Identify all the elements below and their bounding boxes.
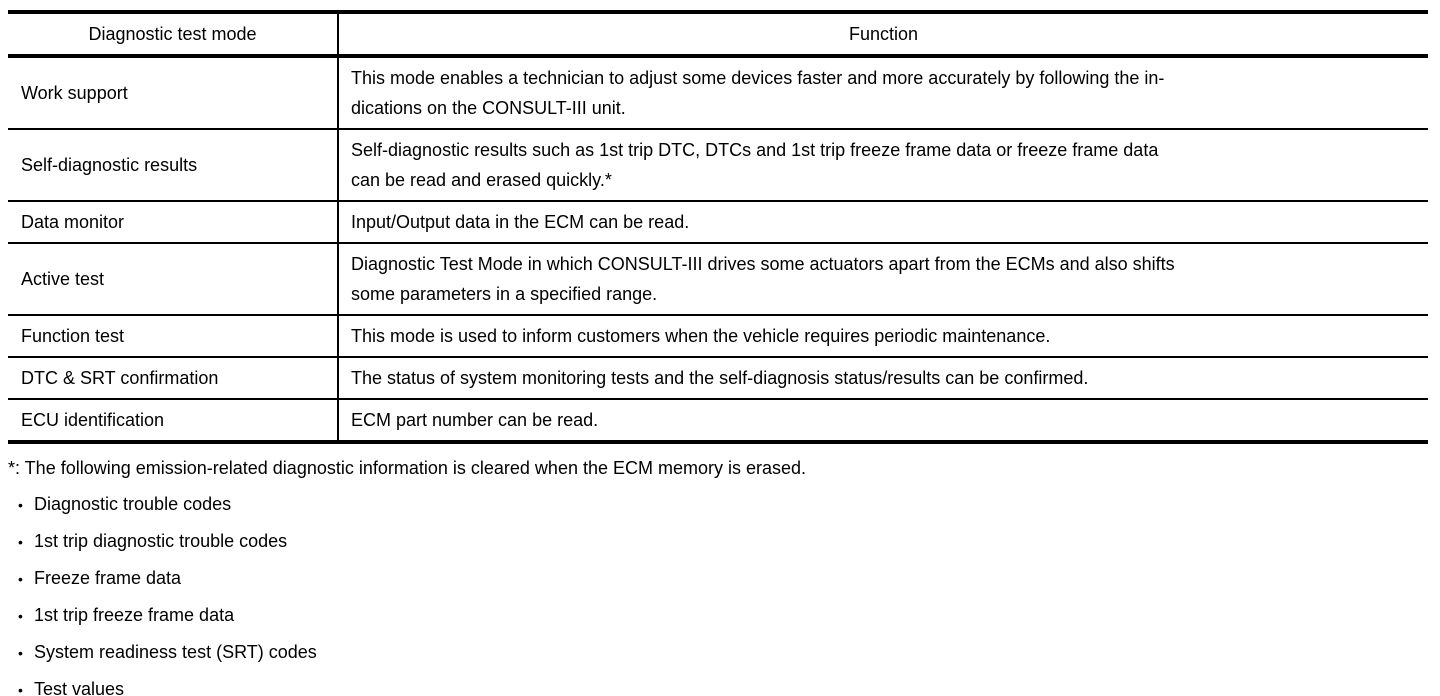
- mode-cell: Function test: [8, 315, 339, 357]
- footnote: *: The following emission-related diagno…: [8, 458, 807, 478]
- table-row-dtc-srt-confirmation: DTC & SRT confirmation The status of sys…: [8, 357, 1428, 399]
- list-item: • 1st trip diagnostic trouble codes: [18, 530, 1440, 554]
- function-cell: This mode enables a technician to adjust…: [351, 68, 1165, 118]
- mode-cell: Self-diagnostic results: [8, 129, 339, 201]
- bullet-icon: •: [18, 571, 23, 587]
- mode-cell: ECU identification: [8, 399, 339, 442]
- table-row-function-test: Function test This mode is used to infor…: [8, 315, 1428, 357]
- table-row-active-test: Active test Diagnostic Test Mode in whic…: [8, 243, 1428, 315]
- table-row-self-diagnostic-results: Self-diagnostic results Self-diagnostic …: [8, 129, 1428, 201]
- function-cell: Diagnostic Test Mode in which CONSULT-II…: [351, 254, 1175, 304]
- function-cell: Input/Output data in the ECM can be read…: [351, 212, 690, 232]
- bullet-icon: •: [18, 534, 23, 550]
- mode-cell: DTC & SRT confirmation: [8, 357, 339, 399]
- list-item-text: 1st trip diagnostic trouble codes: [34, 531, 288, 551]
- bullet-icon: •: [18, 608, 23, 624]
- mode-cell: Active test: [8, 243, 339, 315]
- function-cell: The status of system monitoring tests an…: [351, 368, 1089, 388]
- column-header-function: Function: [848, 24, 919, 44]
- list-item: • Diagnostic trouble codes: [18, 493, 1440, 517]
- table-row-ecu-identification: ECU identification ECM part number can b…: [8, 399, 1428, 442]
- table-row-data-monitor: Data monitor Input/Output data in the EC…: [8, 201, 1428, 243]
- list-item-text: Test values: [34, 679, 125, 696]
- list-item: • 1st trip freeze frame data: [18, 604, 1440, 628]
- bullet-icon: •: [18, 682, 23, 696]
- function-cell: ECM part number can be read.: [351, 410, 599, 430]
- list-item-text: Diagnostic trouble codes: [34, 494, 232, 514]
- table-row-work-support: Work support This mode enables a technic…: [8, 56, 1428, 129]
- mode-cell: Data monitor: [8, 201, 339, 243]
- list-item-text: 1st trip freeze frame data: [34, 605, 235, 625]
- list-item: • Freeze frame data: [18, 567, 1440, 591]
- list-item-text: System readiness test (SRT) codes: [34, 642, 317, 662]
- table-header-row: Diagnostic test mode Function: [8, 12, 1428, 56]
- list-item-text: Freeze frame data: [34, 568, 182, 588]
- column-header-diagnostic-test-mode: Diagnostic test mode: [8, 12, 339, 56]
- list-item: • System readiness test (SRT) codes: [18, 641, 1440, 665]
- function-cell: This mode is used to inform customers wh…: [351, 326, 1051, 346]
- list-item: • Test values: [18, 678, 1440, 696]
- mode-cell: Work support: [8, 56, 339, 129]
- bullet-icon: •: [18, 497, 23, 513]
- bullet-icon: •: [18, 645, 23, 661]
- diagnostic-test-mode-table: Diagnostic test mode Function Work suppo…: [8, 10, 1428, 444]
- function-cell: Self-diagnostic results such as 1st trip…: [351, 140, 1159, 190]
- bullet-list: • Diagnostic trouble codes • 1st trip di…: [8, 493, 1440, 696]
